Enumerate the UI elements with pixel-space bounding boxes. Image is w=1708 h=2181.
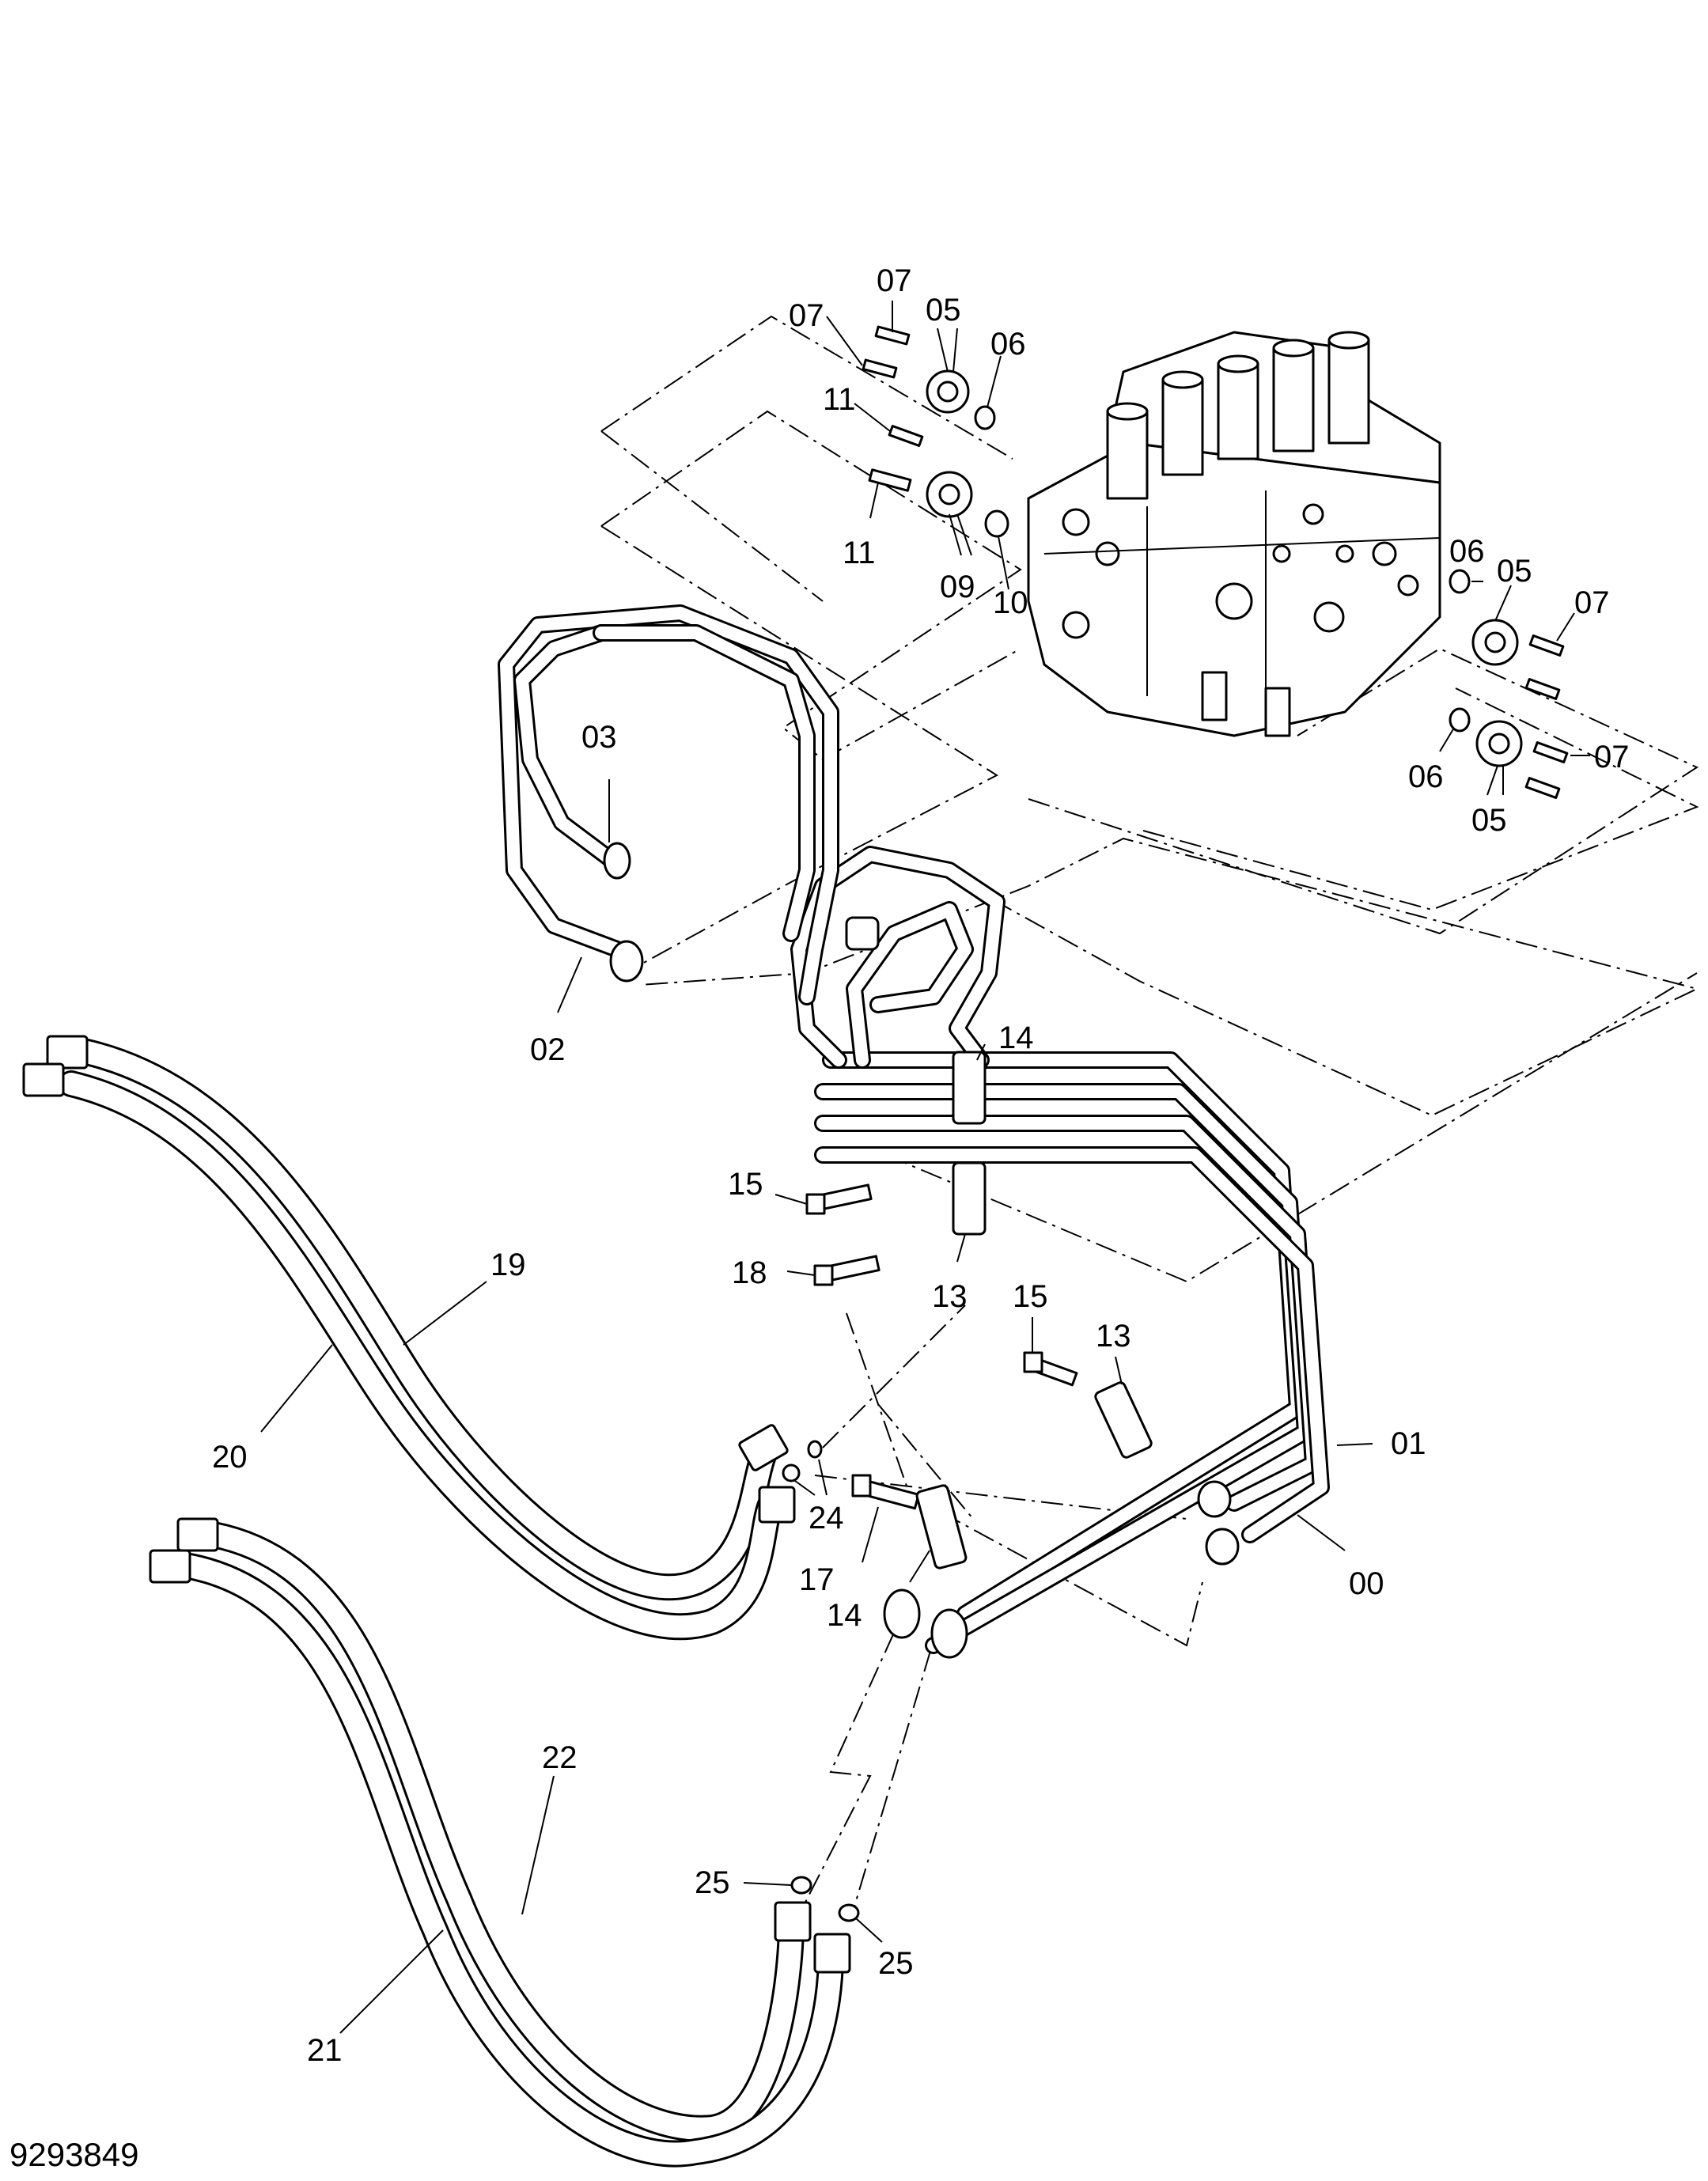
bolt-18: [813, 1255, 881, 1286]
pipe-d: [814, 1146, 1330, 1543]
flange-05-upper: [926, 369, 970, 414]
callout-00: 00: [1349, 1566, 1384, 1601]
steel-pipe-bundle: [790, 846, 1330, 1659]
pipe-b: [814, 1083, 1314, 1654]
bolt-07-a: [874, 325, 911, 346]
pipe-c: [814, 1115, 1322, 1512]
oring-06-upper: [974, 405, 996, 430]
callout-05: 05: [1497, 554, 1532, 589]
clamp-14-upper: [952, 1051, 987, 1125]
flange-05-right-lower: [1475, 720, 1523, 767]
flange-09: [926, 471, 973, 518]
leader-lines: [260, 301, 1590, 2034]
oring-24-b: [782, 1463, 801, 1482]
hose-19-20-fittings: [22, 1035, 796, 1524]
callout-06: 06: [1408, 759, 1444, 794]
bolt-07-b: [862, 358, 898, 379]
bolt-07-right-a: [1528, 634, 1565, 657]
steel-pipes-02-03: [498, 604, 839, 1005]
oring-06-right-upper: [1449, 569, 1471, 594]
callout-25: 25: [878, 1946, 914, 1981]
callout-15: 15: [1013, 1279, 1048, 1314]
callout-20: 20: [212, 1440, 248, 1475]
callout-14: 14: [827, 1598, 862, 1633]
callouts: 07 05 07 06 11 11 09 10 06 05 07 07 06 0…: [212, 263, 1630, 2068]
callout-07: 07: [789, 298, 824, 333]
clamp-14-lower: [915, 1484, 968, 1569]
hose-21-22-fittings: [149, 1517, 851, 1974]
bolt-17: [851, 1474, 920, 1510]
callout-01: 01: [1391, 1426, 1426, 1461]
oring-25-a: [790, 1876, 812, 1895]
clamp-13-lower: [1094, 1381, 1153, 1459]
callout-13: 13: [1096, 1319, 1131, 1354]
bolt-07-right-d: [1524, 777, 1561, 799]
callout-10: 10: [993, 585, 1028, 620]
callout-06: 06: [1449, 534, 1485, 569]
callout-06: 06: [990, 327, 1026, 362]
callout-14: 14: [998, 1020, 1034, 1055]
callout-11: 11: [843, 536, 876, 570]
bolt-15-lower: [1023, 1351, 1078, 1387]
bolt-11-lower: [868, 468, 912, 492]
callout-09: 09: [940, 570, 975, 604]
pipe-return-loop-2: [846, 901, 974, 1069]
callout-15: 15: [728, 1167, 763, 1202]
pipe-a: [822, 1051, 1306, 1622]
oring-25-b: [838, 1903, 860, 1922]
oring-06-right-lower: [1449, 707, 1471, 733]
bolt-07-right-b: [1524, 678, 1561, 700]
callout-17: 17: [799, 1562, 835, 1597]
callout-05: 05: [1471, 803, 1507, 838]
control-valve-block: [1027, 331, 1441, 737]
callout-24: 24: [809, 1501, 844, 1535]
bolt-11-upper: [888, 425, 924, 447]
oring-10: [984, 509, 1009, 538]
oring-24-a: [807, 1440, 823, 1459]
document-id: 9293849: [9, 2136, 139, 2173]
callout-25: 25: [695, 1865, 730, 1900]
bolt-15-upper: [805, 1183, 873, 1215]
callout-07: 07: [1574, 585, 1610, 620]
callout-19: 19: [490, 1248, 526, 1282]
flange-05-right-upper: [1471, 619, 1519, 666]
callout-11: 11: [823, 382, 856, 417]
callout-05: 05: [926, 293, 961, 328]
hoses-19-20: [22, 1035, 796, 1641]
callout-21: 21: [307, 2033, 343, 2068]
callout-13: 13: [932, 1279, 968, 1314]
bolt-07-right-c: [1532, 741, 1569, 763]
callout-02: 02: [530, 1032, 566, 1067]
callout-18: 18: [732, 1255, 767, 1290]
callout-07: 07: [1594, 740, 1630, 774]
callout-03: 03: [581, 720, 617, 755]
callout-07: 07: [877, 263, 912, 298]
clamp-13-upper: [952, 1161, 987, 1236]
hardware-parts: [782, 325, 1569, 1922]
hoses-21-22: [149, 1517, 851, 2168]
callout-22: 22: [542, 1740, 578, 1775]
